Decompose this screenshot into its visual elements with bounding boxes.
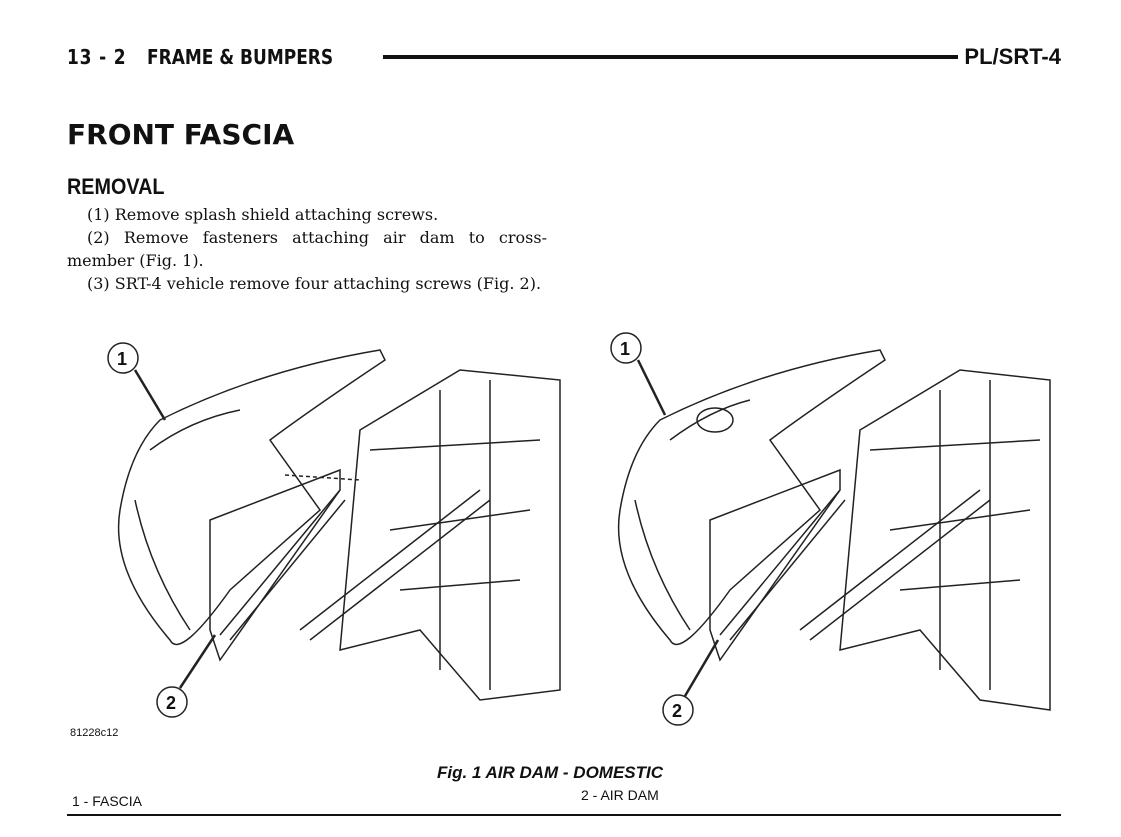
svg-text:2: 2	[166, 693, 176, 713]
legend-item-fascia: 1 - FASCIA	[72, 793, 143, 809]
svg-text:1: 1	[117, 349, 127, 369]
step-2: (2) Remove fasteners attaching air dam t…	[67, 228, 547, 270]
callout-1-left: 1	[107, 342, 167, 421]
figure-code: 81228c12	[70, 727, 119, 739]
header-rule	[383, 55, 959, 59]
bottom-rule	[67, 814, 1061, 816]
section-title: FRAME & BUMPERS	[147, 45, 334, 69]
page-title: FRONT FASCIA	[67, 118, 295, 151]
left-view	[117, 349, 561, 701]
callout-1-right: 1	[610, 332, 667, 416]
model-label: PL/SRT-4	[964, 44, 1061, 69]
svg-text:2: 2	[672, 701, 682, 721]
page-header: 13 - 2 FRAME & BUMPERS PL/SRT-4	[67, 42, 1061, 72]
step-3: (3) SRT-4 vehicle remove four attaching …	[87, 274, 542, 293]
right-view	[617, 349, 1051, 711]
callout-2-left: 2	[156, 634, 217, 718]
step-1: (1) Remove splash shield attaching screw…	[87, 205, 439, 224]
svg-text:1: 1	[620, 339, 630, 359]
figure-caption: Fig. 1 AIR DAM - DOMESTIC	[437, 763, 664, 782]
procedure-steps: (1) Remove splash shield attaching screw…	[67, 203, 547, 295]
air-dam-illustration: 1 2 1 2	[107, 332, 1051, 726]
legend-item-air-dam: 2 - AIR DAM	[581, 787, 659, 803]
section-heading: REMOVAL	[67, 174, 165, 199]
callout-2-right: 2	[662, 639, 720, 726]
page-number: 13 - 2	[67, 45, 127, 69]
